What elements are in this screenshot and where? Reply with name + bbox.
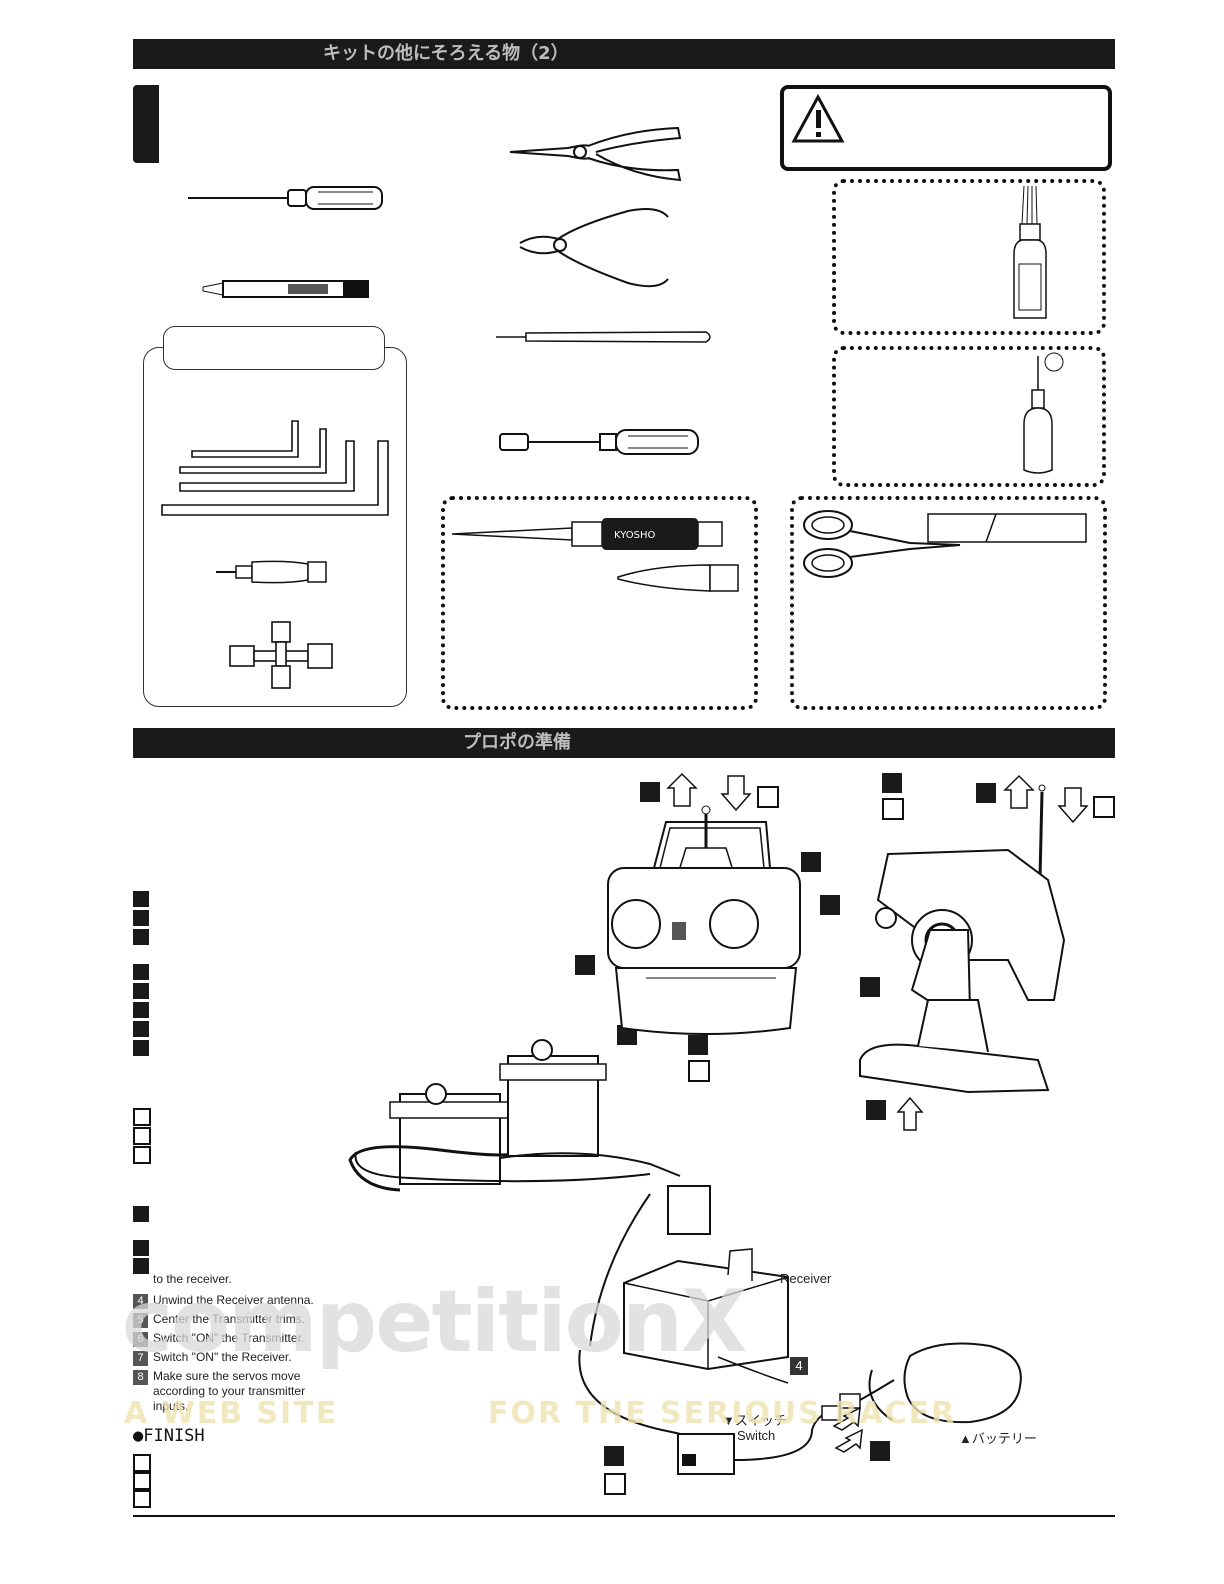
checkbox[interactable] [133,1146,151,1164]
step-marker [640,782,660,802]
nut-driver-icon [499,429,699,455]
stick-transmitter-icon [607,805,801,1035]
step-marker [870,1441,890,1461]
side-tab [133,85,159,163]
pistol-transmitter-icon [859,784,1066,1094]
check-marker [133,1206,149,1222]
switch-harness-icon [578,1349,893,1475]
step-text: Unwind the Receiver antenna. [153,1293,314,1307]
step-marker [604,1446,624,1466]
section-title: プロポの準備 [463,732,571,753]
step-number: 7 [133,1351,148,1366]
screwdriver-icon [188,186,383,210]
footer-rule [133,1515,1115,1517]
servo-wires-icon [354,1151,711,1347]
check-marker [133,1040,149,1056]
hex-wrench-title [163,326,385,370]
section-header-tools: キットの他にそろえる物（2） [133,39,1115,69]
step-marker [866,1100,886,1120]
check-marker [133,910,149,926]
switch-label-en: Switch [737,1428,776,1443]
step-text: Switch "ON" the Transmitter. [153,1331,305,1345]
cutter-knife-icon [202,280,369,298]
watermark-logo: competitionX [122,1272,747,1372]
check-marker [133,1002,149,1018]
warning-icon [791,93,845,143]
hobby-blade-icon [927,513,1087,543]
step-text: to the receiver. [153,1272,232,1286]
checkbox[interactable] [133,1472,151,1490]
servo-icon [499,1039,607,1157]
step-marker [820,895,840,915]
glue-bottle-icon [1013,185,1047,319]
servo-icon [348,1083,522,1192]
finish-label: ●FINISH [133,1426,205,1446]
step-number: 4 [133,1294,148,1309]
check-marker [133,891,149,907]
side-cutter-icon [519,208,669,288]
connector-icon [839,1379,895,1409]
reamer-icon: KYOSHO [451,518,723,550]
step-marker [688,1060,710,1082]
step-marker [688,1035,708,1055]
battery-label: ▲バッテリー [959,1431,1037,1446]
checkbox[interactable] [133,1490,151,1508]
antenna-arrows-icon [666,772,752,812]
step-number: 5 [133,1313,148,1328]
check-marker [133,983,149,999]
step-text: Make sure the servos move according to y… [153,1369,306,1413]
step-marker [882,773,902,793]
step-marker [976,783,996,803]
checkbox[interactable] [133,1108,151,1126]
step-marker [801,852,821,872]
step-marker [1093,796,1115,818]
scissors-icon [803,510,961,578]
reamer-brand: KYOSHO [614,530,656,541]
receiver-icon [623,1248,789,1384]
step-text: Center the Transmitter trims. [153,1312,306,1326]
oil-box [832,346,1106,487]
receiver-label: Receiver [780,1271,832,1286]
connect-arrows-icon [832,1406,863,1453]
hex-driver-icon [216,560,327,584]
glue-box [832,179,1106,335]
up-arrow-icon [896,1096,924,1131]
watermark-tagline-right: FOR THE SERIOUS RACER [488,1396,957,1431]
check-marker [133,1021,149,1037]
switch-label-jp: ▼スイッチ [722,1413,787,1428]
oil-bottle-icon [1023,352,1064,474]
watermark-tagline-left: A WEB SITE [124,1396,339,1431]
step-marker [604,1473,626,1495]
step-marker [860,977,880,997]
receiver-step-badge: 4 [790,1357,808,1375]
reamer-box [441,496,758,710]
check-marker [133,1240,149,1256]
step-marker [575,955,595,975]
step-number: 6 [133,1332,148,1347]
step-number: 8 [133,1370,148,1385]
warning-box [780,85,1112,171]
section-title: キットの他にそろえる物（2） [323,43,569,64]
check-marker [133,929,149,945]
cross-wrench-icon [229,621,333,689]
step-marker [757,786,779,808]
scissors-box [790,496,1107,710]
check-marker [133,1258,149,1274]
reamer-cap-icon [617,564,739,592]
checkbox[interactable] [133,1127,151,1145]
battery-pack-icon [903,1342,1022,1424]
step-text: Switch "ON" the Receiver. [153,1350,292,1364]
section-header-radio: プロポの準備 [133,728,1115,758]
checkbox[interactable] [133,1454,151,1472]
check-marker [133,964,149,980]
step-marker [882,798,904,820]
antenna-arrows-icon [1003,774,1089,824]
pick-tool-icon [496,331,711,343]
hex-wrenches-icon [161,420,389,516]
needle-pliers-icon [509,126,682,182]
